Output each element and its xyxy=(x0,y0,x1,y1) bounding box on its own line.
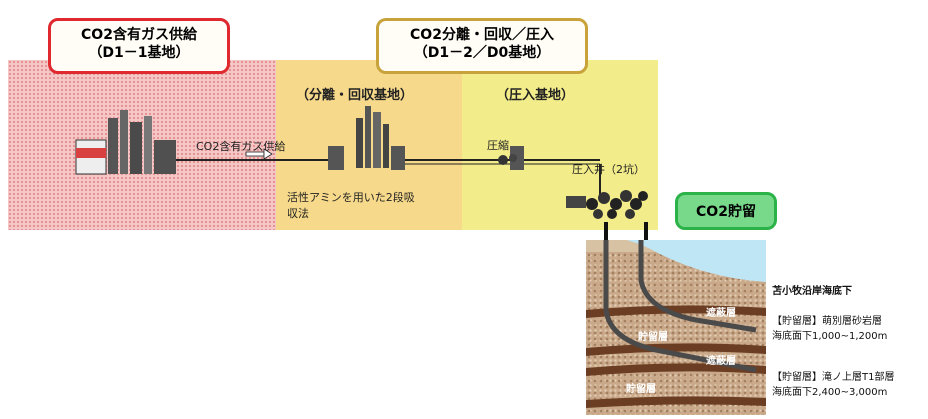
gas-supply-label: CO2含有ガス供給 xyxy=(196,140,286,153)
storage-location: 苫小牧沿岸海底下 xyxy=(772,286,852,297)
reservoir-label-2: 貯留層 xyxy=(626,384,656,395)
compressor xyxy=(498,146,524,170)
compression-label: 圧縮 xyxy=(487,139,509,152)
storage-title-box: CO2貯留 xyxy=(675,192,777,230)
supply-title: CO2含有ガス供給 xyxy=(81,27,197,43)
supply-base-id: （D1－1基地） xyxy=(88,45,190,61)
separation-title-box: CO2分離・回収／圧入 （D1－2／D0基地） xyxy=(376,18,588,74)
reservoir-info-2: 【貯留層】滝ノ上層T1部層 海底面下2,400~3,000m xyxy=(772,370,894,400)
injection-well-1 xyxy=(603,240,757,373)
reservoir-label-1: 貯留層 xyxy=(638,332,668,343)
supply-title-box: CO2含有ガス供給 （D1－1基地） xyxy=(48,18,230,74)
sea-area xyxy=(626,240,766,282)
caprock-label-2: 遮蔽層 xyxy=(706,356,736,367)
reservoir-info-1-name: 【貯留層】萌別層砂岩層 xyxy=(772,316,882,327)
reservoir-info-1-depth: 海底面下1,000~1,200m xyxy=(772,331,888,342)
flow-arrow-icon xyxy=(245,148,273,160)
process-note-line1: 活性アミンを用いた2段吸 xyxy=(287,191,415,204)
reservoir-info-1: 【貯留層】萌別層砂岩層 海底面下1,000~1,200m xyxy=(772,314,887,344)
subsurface-section xyxy=(586,240,766,408)
process-note-line2: 収法 xyxy=(287,207,309,220)
caprock-label-1: 遮蔽層 xyxy=(706,308,736,319)
reservoir-info-2-depth: 海底面下2,400~3,000m xyxy=(772,387,888,398)
separation-title: CO2分離・回収／圧入 xyxy=(410,27,554,43)
injection-section-label: （圧入基地） xyxy=(496,88,575,103)
injection-well-label: 圧入井（2坑） xyxy=(572,163,645,176)
subsurface-block: 遮蔽層 貯留層 遮蔽層 貯留層 xyxy=(586,240,766,415)
separation-section-label: （分離・回収基地） xyxy=(296,88,414,103)
injection-well-2 xyxy=(638,240,757,333)
gas-supply-plant xyxy=(75,110,176,175)
separation-base-id: （D1－2／D0基地） xyxy=(413,45,551,61)
process-note: 活性アミンを用いた2段吸 収法 xyxy=(287,190,415,222)
injection-wellhead xyxy=(586,190,648,219)
storage-title: CO2貯留 xyxy=(696,204,756,220)
separation-plant xyxy=(328,106,405,170)
reservoir-info-2-name: 【貯留層】滝ノ上層T1部層 xyxy=(772,372,895,383)
wellhead-pad xyxy=(566,196,586,208)
